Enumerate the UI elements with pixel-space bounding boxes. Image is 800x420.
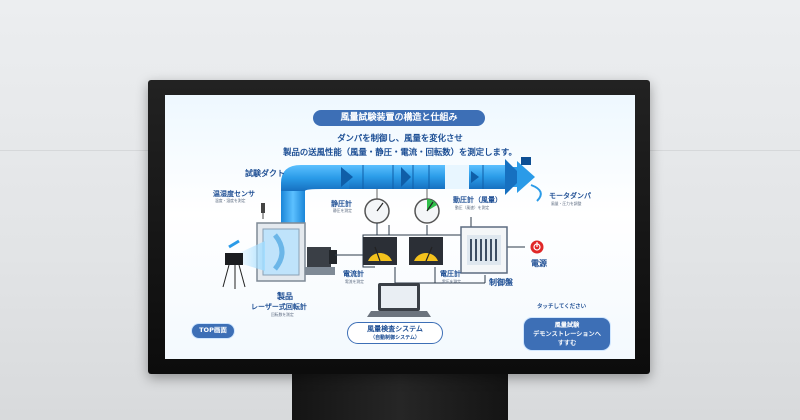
label-ammeter: 電流計 (343, 270, 364, 278)
monitor-screen: 風量試験装置の構造と仕組み ダンパを制御し、風量を変化させ 製品の送風性能（風量… (165, 95, 635, 359)
label-laser-tach: レーザー式回転計 (251, 303, 307, 311)
page-subtitle: ダンパを制御し、風量を変化させ 製品の送風性能（風量・静圧・電流・回転数）を測定… (225, 131, 575, 159)
label-product: 製品 (277, 292, 293, 301)
demo-button[interactable]: 風量試験 デモンストレーションへ すすむ (523, 317, 611, 351)
label-dynamic-pressure-sub: 動圧（風速）を測定 (455, 205, 490, 210)
label-temp-sensor: 温湿度センサ (213, 190, 255, 198)
ammeter-gauge (363, 237, 397, 265)
label-voltmeter: 電圧計 (440, 270, 461, 278)
system-box: 風量検査システム （自動制御システム） (347, 322, 443, 344)
label-static-pressure: 静圧計 (331, 200, 352, 208)
label-voltmeter-sub: 電圧を測定 (442, 279, 461, 284)
label-motor-damper-sub: 風量・圧力を調整 (551, 201, 582, 206)
label-control-panel: 制御盤 (489, 278, 513, 287)
demo-button-line: デモンストレーションへ (533, 331, 601, 338)
test-duct (281, 165, 523, 225)
system-box-main: 風量検査システム (367, 325, 423, 333)
label-laser-tach-sub: 回転数を測定 (271, 312, 294, 317)
system-box-sub: （自動制御システム） (370, 335, 420, 341)
page-title: 風量試験装置の構造と仕組み (313, 110, 485, 126)
voltmeter-gauge (409, 237, 443, 265)
subtitle-line: ダンパを制御し、風量を変化させ (337, 133, 463, 143)
top-screen-button[interactable]: TOP画面 (191, 323, 235, 339)
laser-tachometer (222, 241, 265, 289)
laptop-icon (367, 283, 431, 317)
static-pressure-gauge (364, 189, 390, 224)
fan-motor (305, 247, 337, 275)
dynamic-pressure-gauge (414, 189, 440, 224)
label-motor-damper: モータダンパ (549, 192, 591, 200)
subtitle-line: 製品の送風性能（風量・静圧・電流・回転数）を測定します。 (283, 147, 517, 157)
label-static-pressure-sub: 静圧を測定 (333, 208, 352, 213)
motor-damper (505, 157, 542, 202)
control-panel (460, 226, 508, 274)
monitor-stand (292, 372, 508, 420)
label-power: 電源 (531, 259, 547, 268)
label-temp-sensor-sub: 温度・湿度を測定 (215, 198, 246, 203)
label-ammeter-sub: 電流を測定 (345, 279, 364, 284)
power-icon (530, 240, 544, 254)
demo-button-line: すすむ (557, 340, 577, 347)
temp-humidity-sensor (261, 203, 265, 219)
label-duct: 試験ダクト (245, 169, 285, 178)
test-apparatus-diagram (222, 157, 544, 317)
touch-prompt: タッチしてください (537, 304, 587, 310)
arrow-icon (228, 239, 240, 249)
label-dynamic-pressure: 動圧計（風量） (453, 196, 502, 204)
demo-button-line: 風量試験 (554, 322, 580, 329)
